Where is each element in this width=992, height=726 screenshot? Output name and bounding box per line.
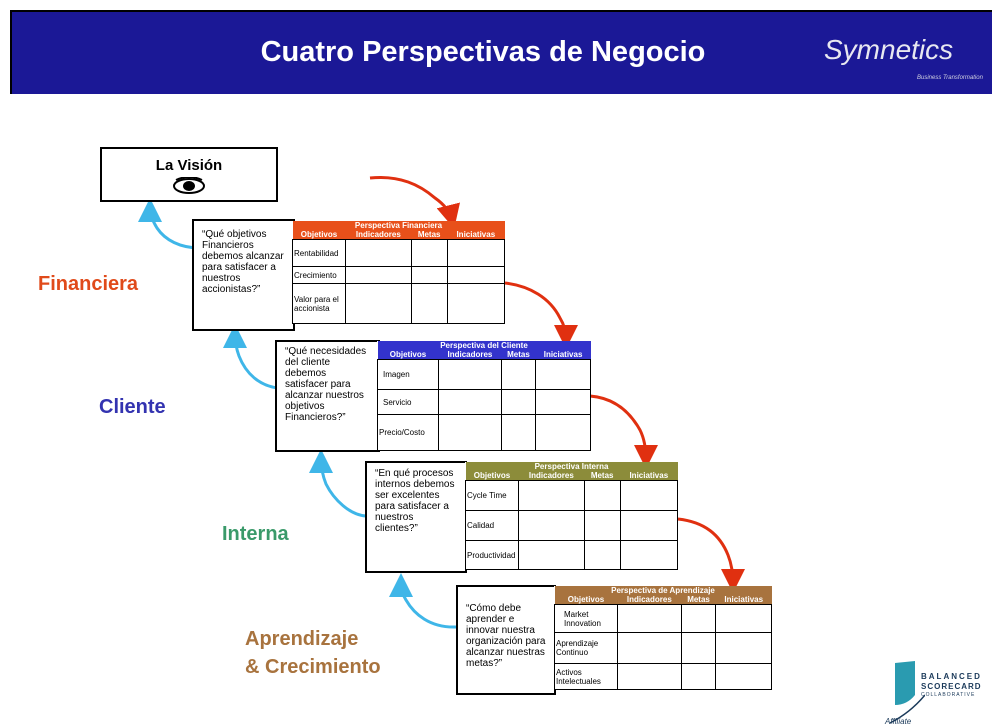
row-label: Aprendizaje Continuo xyxy=(554,632,618,664)
col-iniciativas: Iniciativas xyxy=(715,595,772,605)
col-iniciativas: Iniciativas xyxy=(535,350,591,360)
col-objetivos: Objetivos xyxy=(377,350,439,360)
bsc-text-2: SCORECARD xyxy=(921,682,982,691)
red-arrow-2 xyxy=(504,281,578,349)
table-aprendizaje: Perspectiva de Aprendizaje Objetivos Ind… xyxy=(554,586,772,690)
row-label: Imagen xyxy=(377,359,439,390)
blue-arrow-4 xyxy=(389,573,457,629)
col-indicadores: Indicadores xyxy=(345,230,412,240)
header-banner: Cuatro Perspectivas de Negocio Symnetics… xyxy=(10,10,992,94)
col-objetivos: Objetivos xyxy=(554,595,618,605)
perspective-label-financiera: Financiera xyxy=(38,273,139,295)
symnetics-logo: Symnetics xyxy=(824,34,954,65)
vision-box: La Visión xyxy=(100,147,278,202)
bsc-swoosh-icon xyxy=(889,661,925,724)
row-label: Crecimiento xyxy=(292,266,346,284)
table-interna: Perspectiva Interna Objetivos Indicadore… xyxy=(465,462,679,570)
vision-title: La Visión xyxy=(155,157,223,174)
perspective-label-cliente: Cliente xyxy=(99,396,166,418)
table-title-financiera: Perspectiva Financiera xyxy=(292,221,505,230)
row-label: Activos Intelectuales xyxy=(554,663,618,690)
perspective-label-aprendizaje: Aprendizaje & Crecimiento xyxy=(245,625,381,681)
aprendizaje-label-line2: & Crecimiento xyxy=(245,656,381,678)
aprendizaje-label-line1: Aprendizaje xyxy=(245,628,359,650)
col-metas: Metas xyxy=(501,350,536,360)
question-box-financiera: “Qué objetivos Financieros debemos alcan… xyxy=(192,219,295,331)
row-label: Calidad xyxy=(465,510,519,541)
row-label: Precio/Costo xyxy=(377,414,439,451)
blue-arrow-3 xyxy=(309,449,367,518)
col-indicadores: Indicadores xyxy=(617,595,682,605)
row-label: Productividad xyxy=(465,540,519,570)
col-iniciativas: Iniciativas xyxy=(447,230,505,240)
blue-arrow-1 xyxy=(138,198,201,250)
table-cliente: Perspectiva del Cliente Objetivos Indica… xyxy=(377,341,591,451)
table-title-aprendizaje: Perspectiva de Aprendizaje xyxy=(554,586,772,595)
bsc-logo: BALANCED SCORECARD COLLABORATIVE Affilia… xyxy=(885,643,992,726)
col-metas: Metas xyxy=(681,595,716,605)
red-arrow-4 xyxy=(677,517,745,593)
row-label: Market Innovation xyxy=(554,604,618,633)
blue-arrow-2 xyxy=(223,324,279,390)
col-objetivos: Objetivos xyxy=(292,230,346,240)
row-label: Valor para el accionista xyxy=(292,283,346,324)
table-title-cliente: Perspectiva del Cliente xyxy=(377,341,591,350)
table-title-interna: Perspectiva Interna xyxy=(465,462,678,471)
col-indicadores: Indicadores xyxy=(438,350,502,360)
perspective-label-interna: Interna xyxy=(222,523,289,545)
table-financiera: Perspectiva Financiera Objetivos Indicad… xyxy=(292,221,506,324)
question-box-aprendizaje: “Cómo debe aprender e innovar nuestra or… xyxy=(456,585,556,695)
col-indicadores: Indicadores xyxy=(518,471,585,481)
bsc-affiliate: Affiliate xyxy=(885,717,912,726)
logo-tagline: Business Transformation xyxy=(917,75,983,81)
col-objetivos: Objetivos xyxy=(465,471,519,481)
red-arrow-3 xyxy=(589,394,658,469)
question-box-interna: “En qué procesos internos debemos ser ex… xyxy=(365,461,467,573)
row-label: Servicio xyxy=(377,389,439,415)
eye-icon xyxy=(173,177,205,194)
red-arrow-1 xyxy=(369,175,460,229)
bsc-text-3: COLLABORATIVE xyxy=(921,692,976,698)
col-metas: Metas xyxy=(411,230,448,240)
page-title: Cuatro Perspectivas de Negocio xyxy=(260,36,706,68)
question-box-cliente: “Qué necesidades del cliente debemos sat… xyxy=(275,340,380,452)
row-label: Rentabilidad xyxy=(292,239,346,267)
row-label: Cycle Time xyxy=(465,480,519,511)
col-iniciativas: Iniciativas xyxy=(620,471,678,481)
col-metas: Metas xyxy=(584,471,621,481)
bsc-text-1: BALANCED xyxy=(921,672,982,681)
